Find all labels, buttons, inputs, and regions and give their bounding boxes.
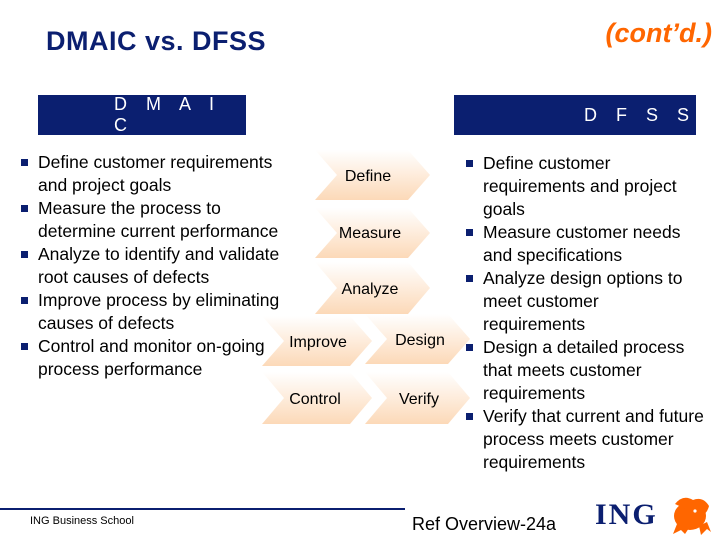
arrow-analyze: Analyze bbox=[315, 262, 430, 314]
dmaic-item-improve: Improve process by eliminating causes of… bbox=[20, 289, 285, 335]
arrow-improve: Improve bbox=[262, 316, 372, 366]
ing-logo: ING bbox=[595, 494, 717, 536]
dmaic-header: D M A I C bbox=[38, 94, 246, 135]
dmaic-item-define: Define customer requirements and project… bbox=[20, 151, 285, 197]
arrow-control-label: Control bbox=[289, 391, 341, 408]
footer-school: ING Business School bbox=[30, 515, 134, 527]
arrow-measure-label: Measure bbox=[339, 225, 401, 242]
arrow-define-label: Define bbox=[345, 168, 391, 185]
arrow-analyze-label: Analyze bbox=[342, 281, 399, 298]
arrow-design-label: Design bbox=[395, 332, 445, 349]
dmaic-list: Define customer requirements and project… bbox=[20, 151, 285, 381]
dfss-item-define: Define customer requirements and project… bbox=[465, 152, 705, 221]
arrow-design: Design bbox=[365, 314, 470, 364]
dfss-item-design: Design a detailed process that meets cus… bbox=[465, 336, 705, 405]
dfss-item-analyze: Analyze design options to meet customer … bbox=[465, 267, 705, 336]
dfss-item-verify: Verify that current and future process m… bbox=[465, 405, 705, 474]
dfss-item-measure: Measure customer needs and specification… bbox=[465, 221, 705, 267]
ing-logo-text: ING bbox=[595, 498, 658, 531]
dmaic-item-measure: Measure the process to determine current… bbox=[20, 197, 285, 243]
dfss-header-label: D F S S bbox=[583, 104, 696, 125]
dmaic-item-control: Control and monitor on-going process per… bbox=[20, 335, 285, 381]
arrow-improve-label: Improve bbox=[289, 334, 347, 351]
dfss-header: D F S S bbox=[454, 95, 696, 135]
lion-icon bbox=[673, 497, 711, 535]
dfss-list: Define customer requirements and project… bbox=[465, 152, 705, 474]
slide-reference: Ref Overview-24a bbox=[412, 514, 557, 534]
arrow-measure: Measure bbox=[315, 208, 430, 258]
arrow-define: Define bbox=[315, 150, 430, 200]
arrow-verify-label: Verify bbox=[399, 391, 439, 408]
dmaic-item-analyze: Analyze to identify and validate root ca… bbox=[20, 243, 285, 289]
slide-title: DMAIC vs. DFSS bbox=[46, 26, 267, 56]
continued-label: (cont’d.) bbox=[605, 18, 712, 48]
arrow-control: Control bbox=[262, 372, 372, 424]
arrow-verify: Verify bbox=[365, 372, 470, 424]
footer-divider bbox=[0, 508, 405, 510]
